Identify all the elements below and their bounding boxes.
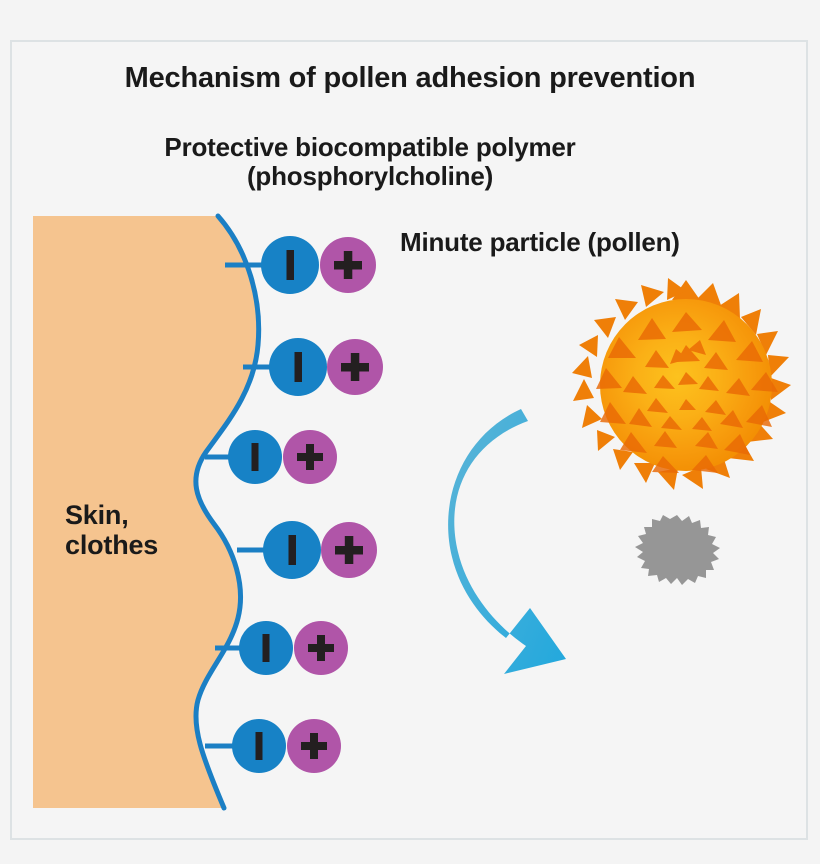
minus-glyph bbox=[288, 535, 296, 565]
minus-glyph bbox=[286, 250, 294, 280]
polymer-label: Protective biocompatible polymer (phosph… bbox=[164, 132, 576, 192]
minus-glyph bbox=[251, 443, 259, 471]
pollen-grain bbox=[572, 278, 791, 490]
pollen-surface-facets bbox=[596, 312, 778, 473]
polymer-chain bbox=[205, 236, 383, 773]
polymer-unit bbox=[205, 719, 341, 773]
particle-label: Minute particle (pollen) bbox=[400, 227, 680, 257]
plus-glyph-v bbox=[343, 251, 353, 279]
skin-fill bbox=[33, 216, 259, 808]
minus-glyph bbox=[294, 352, 302, 382]
polymer-unit bbox=[243, 338, 383, 396]
plus-glyph-v bbox=[310, 733, 318, 759]
fine-particle-body bbox=[649, 521, 705, 577]
minus-glyph bbox=[255, 732, 263, 760]
plus-glyph-v bbox=[344, 536, 354, 564]
polymer-unit bbox=[237, 521, 377, 579]
pollen-body bbox=[600, 299, 772, 471]
plus-glyph-v bbox=[317, 635, 325, 661]
polymer-unit bbox=[225, 236, 376, 294]
page-title: Mechanism of pollen adhesion prevention bbox=[124, 62, 696, 94]
skin-outline bbox=[193, 213, 262, 811]
fine-dust-particle bbox=[635, 515, 720, 585]
repulsion-arrow bbox=[448, 409, 566, 674]
plus-glyph-v bbox=[350, 353, 360, 381]
arrow-body bbox=[448, 409, 566, 674]
skin-label: Skin, clothes bbox=[65, 500, 159, 561]
polymer-unit bbox=[205, 430, 337, 484]
polymer-unit bbox=[215, 621, 348, 675]
skin-clothes-surface bbox=[33, 213, 262, 811]
minus-glyph bbox=[262, 634, 270, 662]
plus-glyph-v bbox=[306, 444, 314, 470]
